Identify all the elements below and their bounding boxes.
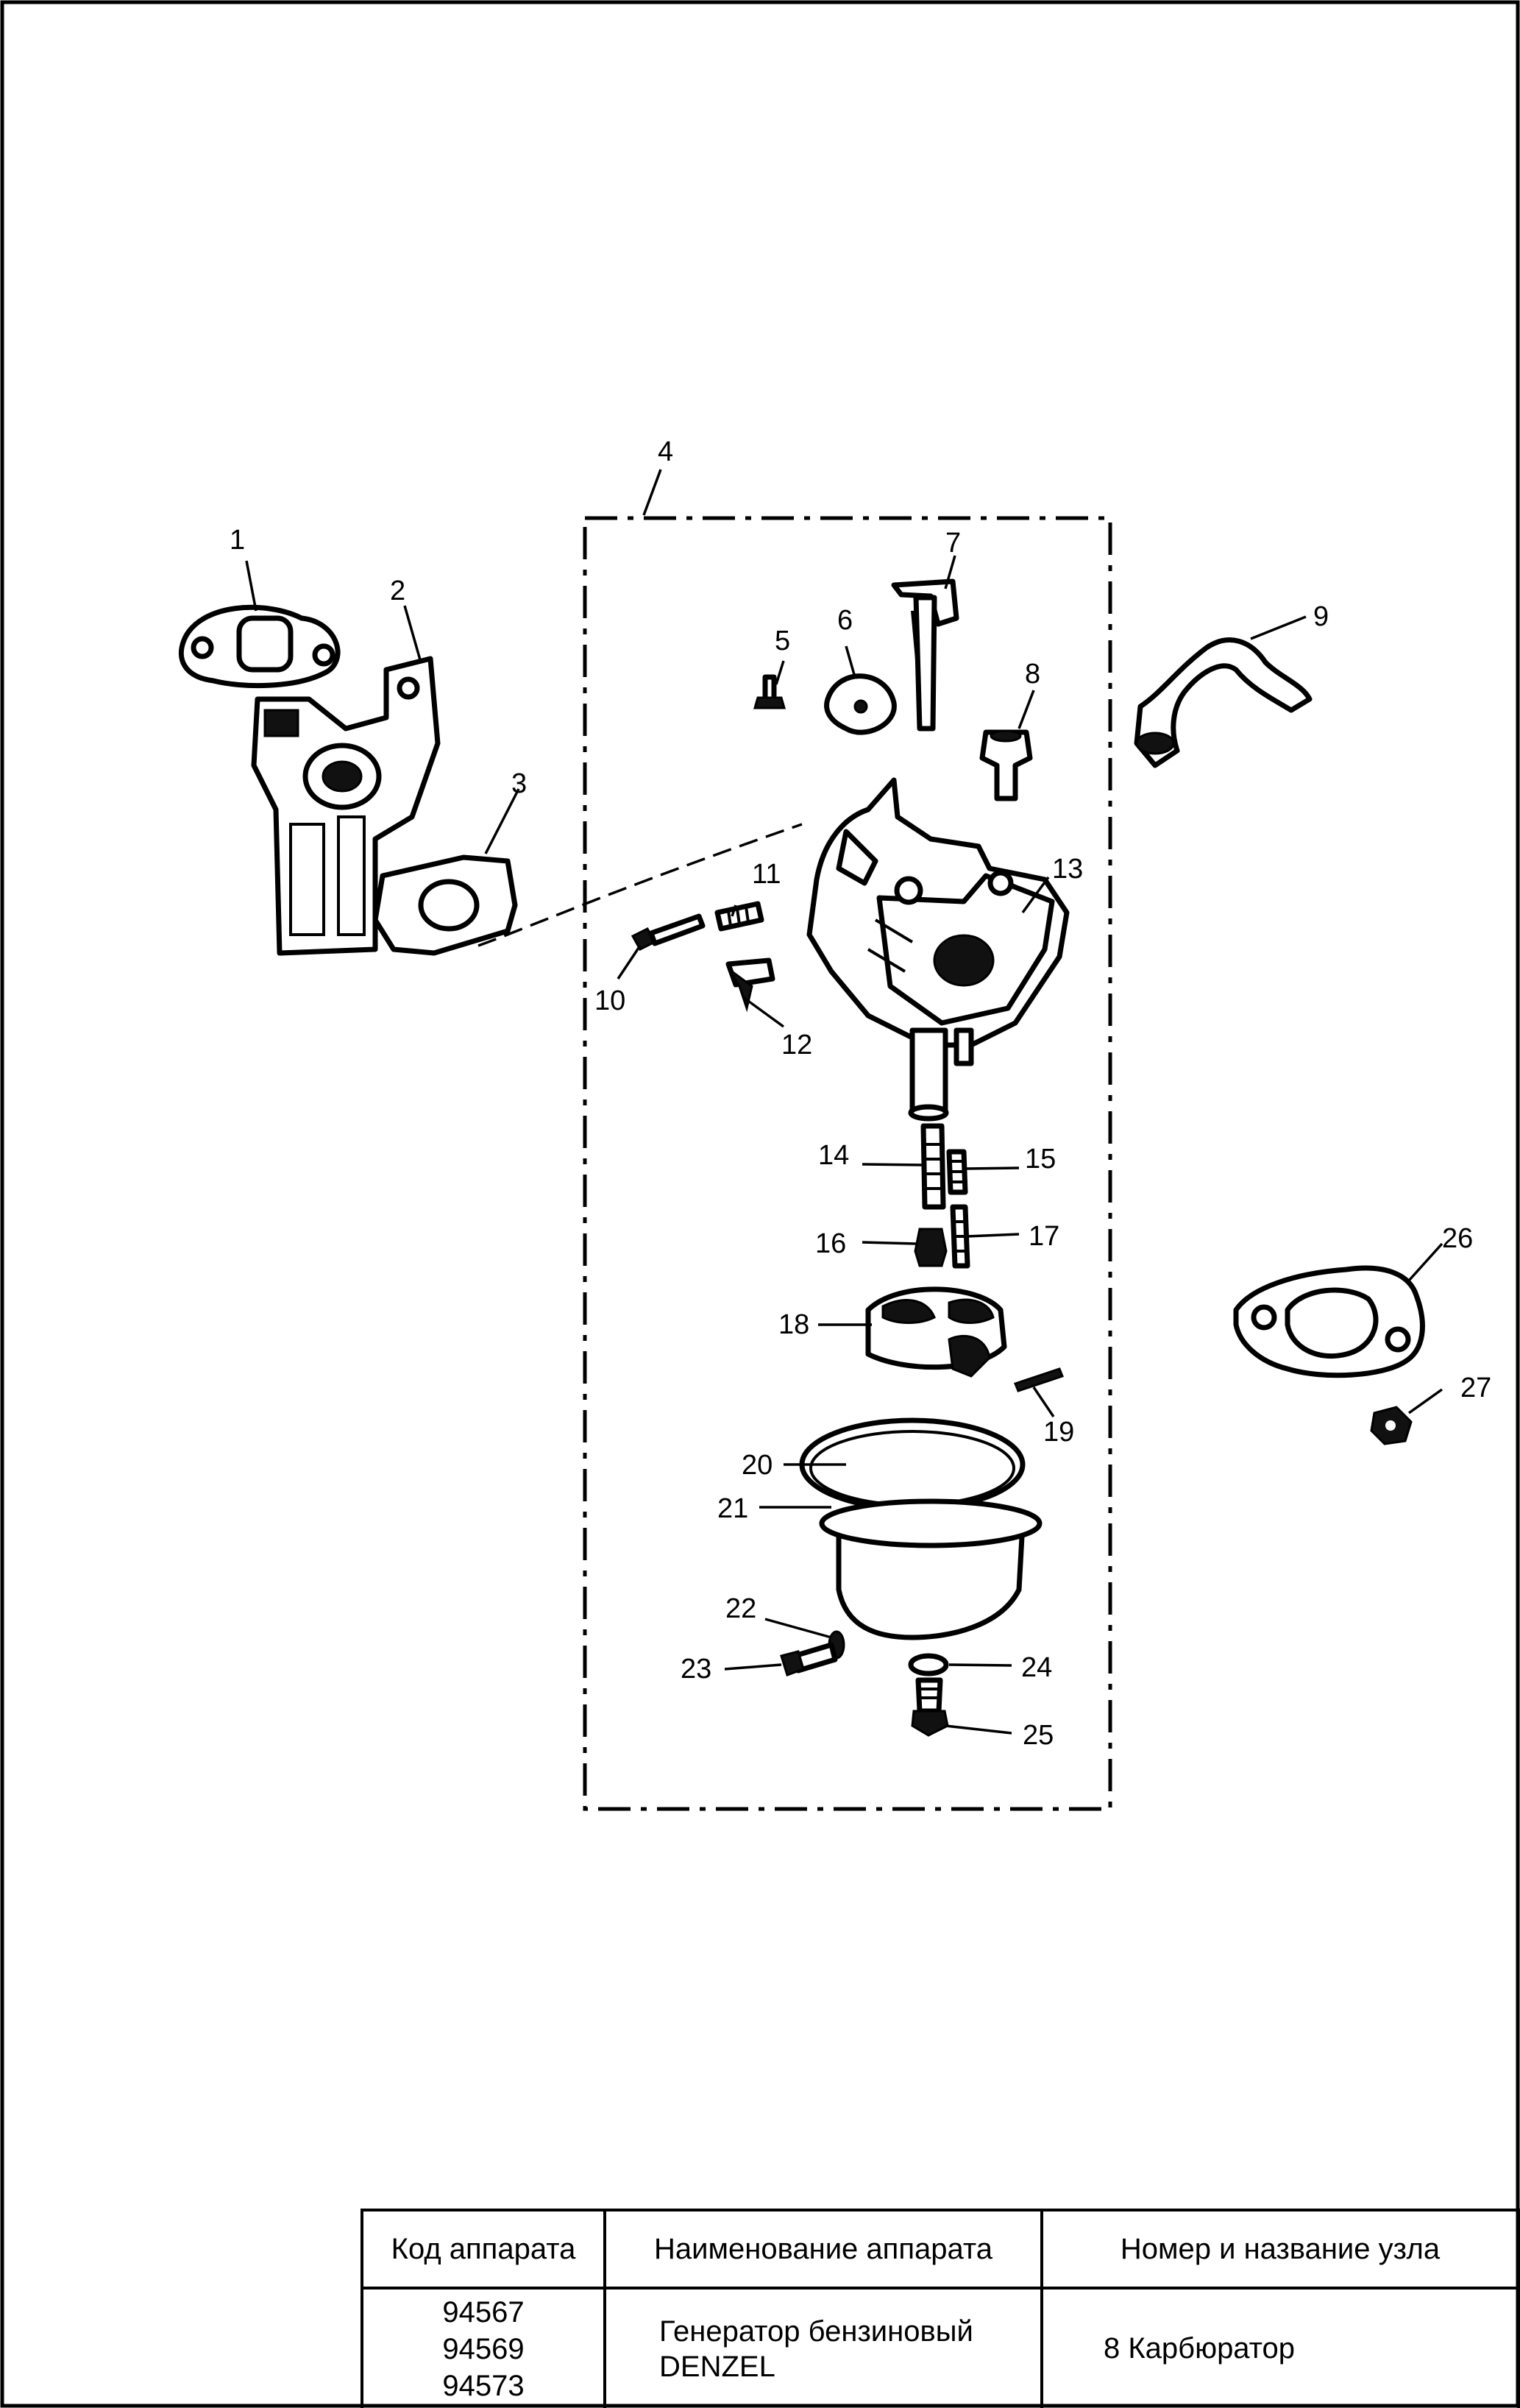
callout-26: 26: [1442, 1223, 1473, 1254]
part-1-gasket: [178, 604, 341, 689]
callout-7: 7: [945, 528, 961, 559]
callout-3: 3: [511, 768, 527, 799]
part-11-spring: [714, 901, 764, 932]
callout-21: 21: [717, 1493, 748, 1524]
part-10-screw: [631, 913, 706, 951]
header-device-code: Код аппарата: [363, 2212, 606, 2290]
part-17-spring: [950, 1204, 970, 1269]
callout-16: 16: [815, 1228, 846, 1259]
header-device-name: Наименование аппарата: [606, 2212, 1043, 2290]
part-26-gasket: [1233, 1265, 1425, 1378]
part-5-screw: [753, 674, 786, 709]
callout-14: 14: [818, 1140, 849, 1171]
device-code: 94567: [442, 2295, 525, 2329]
title-block-header-row: Код аппарата Наименование аппарата Номер…: [363, 2212, 1520, 2290]
title-block-value-row: 94567 94569 94573 Генератор бензиновый D…: [363, 2290, 1520, 2408]
device-code: 94569: [442, 2332, 525, 2365]
device-codes: 94567 94569 94573: [363, 2290, 606, 2408]
part-15-spring: [946, 1149, 968, 1195]
part-19-pin: [1014, 1367, 1064, 1392]
part-8-jet: [979, 729, 1033, 801]
part-7-choke-lever: [891, 578, 959, 732]
header-assembly: Номер и название узла: [1043, 2212, 1520, 2290]
callout-labels: 1 2 3 4 5 6 7 8 9 10 11 12 13 14 15 16 1…: [230, 436, 1491, 1751]
assembly-boundary: [583, 516, 1112, 1811]
callout-5: 5: [775, 626, 790, 656]
device-name-line: DENZEL: [659, 2350, 775, 2383]
title-block: Код аппарата Наименование аппарата Номер…: [361, 2209, 1520, 2408]
callout-19: 19: [1043, 1417, 1074, 1448]
callout-23: 23: [681, 1654, 711, 1685]
part-21-float-bowl: [819, 1498, 1043, 1640]
callout-18: 18: [778, 1309, 809, 1340]
callout-4: 4: [658, 436, 673, 467]
callout-25: 25: [1023, 1720, 1054, 1751]
part-9-fuel-line: [1134, 637, 1313, 768]
callout-9: 9: [1313, 601, 1329, 632]
callout-24: 24: [1021, 1652, 1052, 1683]
leader-lines: [245, 469, 1443, 1735]
callout-10: 10: [594, 985, 625, 1016]
part-18-float: [865, 1286, 1007, 1378]
part-6-plate: [824, 673, 897, 735]
part-27-nut: [1370, 1406, 1413, 1445]
assembly-name: 8 Карбюратор: [1043, 2290, 1520, 2408]
callout-11: 11: [752, 859, 781, 890]
part-2-bracket: [251, 656, 441, 956]
part-3-gasket: [372, 823, 803, 956]
callout-15: 15: [1025, 1144, 1056, 1175]
callout-27: 27: [1460, 1373, 1491, 1403]
callout-6: 6: [837, 605, 853, 636]
callout-17: 17: [1029, 1221, 1059, 1252]
callout-12: 12: [781, 1030, 812, 1060]
part-13-carburetor-body: [806, 777, 1070, 1122]
part-16-nut: [914, 1228, 948, 1267]
part-14-jet: [920, 1123, 946, 1210]
callout-22: 22: [725, 1593, 756, 1624]
part-24-o-ring: [908, 1653, 949, 1676]
part-25-drain-screw: [911, 1677, 949, 1737]
device-name-line: Генератор бензиновый: [659, 2315, 973, 2348]
device-name: Генератор бензиновый DENZEL: [606, 2290, 1043, 2408]
callout-13: 13: [1052, 854, 1083, 885]
part-23-drain-bolt: [780, 1642, 838, 1676]
callout-20: 20: [742, 1450, 773, 1481]
callout-8: 8: [1025, 659, 1040, 690]
callout-1: 1: [230, 525, 245, 556]
device-code: 94573: [442, 2369, 525, 2402]
callout-2: 2: [390, 576, 405, 606]
